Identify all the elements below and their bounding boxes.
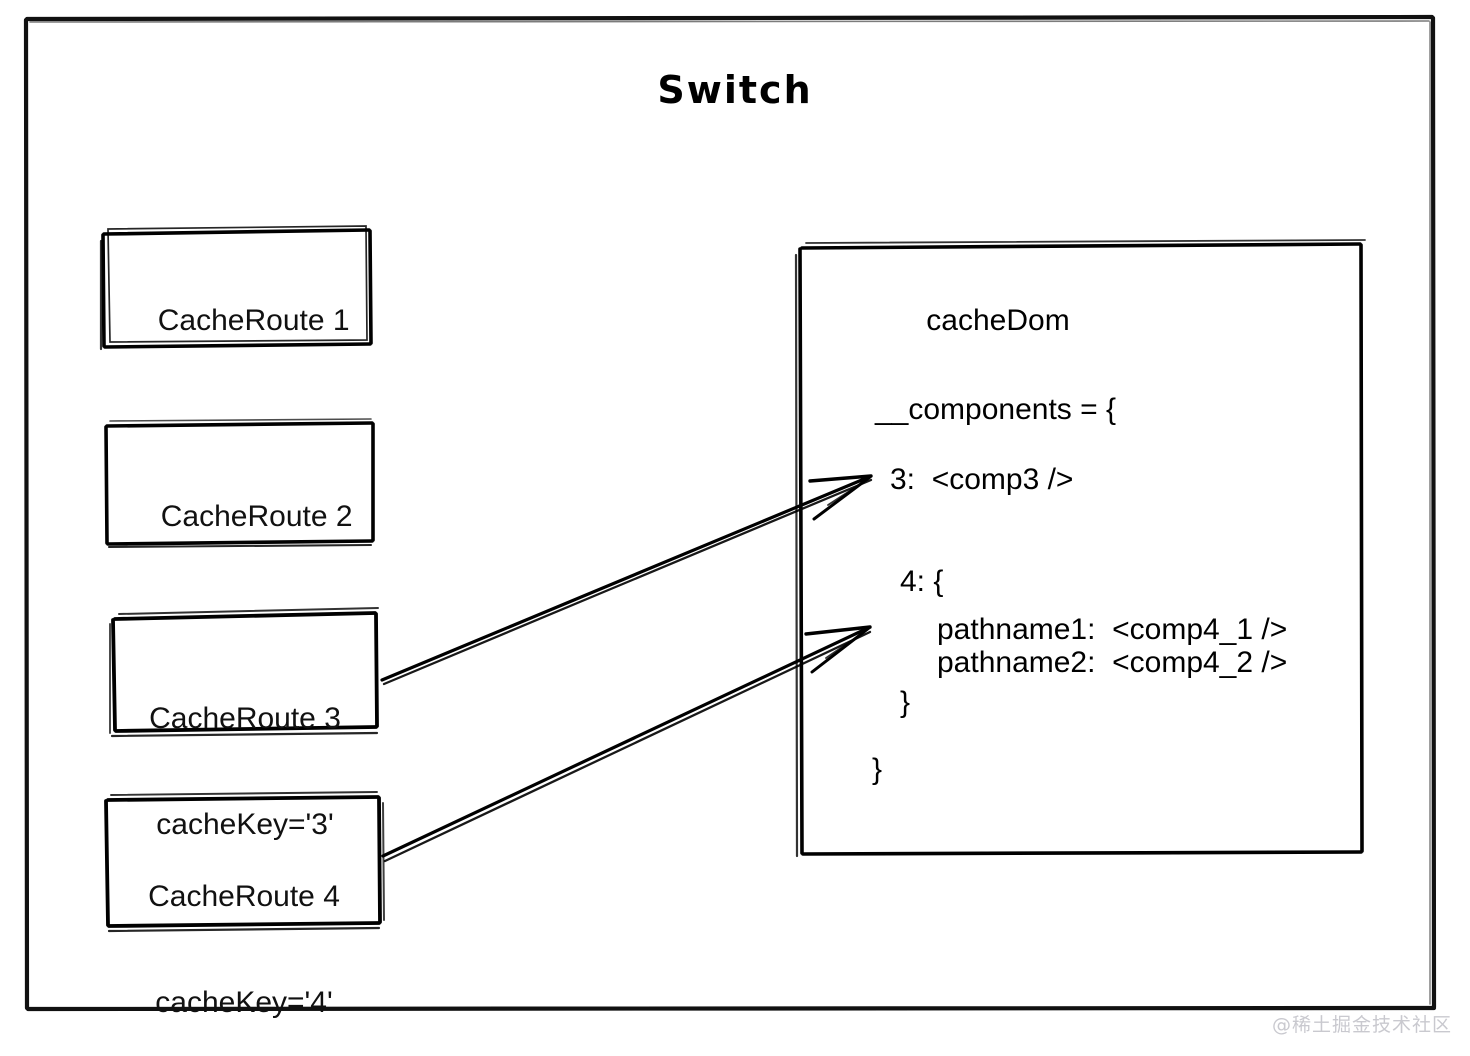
route-2-line-1: CacheRoute 2 xyxy=(160,500,353,534)
arrow-route3-to-key3 xyxy=(380,474,873,686)
page-title: Switch xyxy=(657,68,813,112)
arrow-route4-to-key4 xyxy=(381,625,872,863)
route-box-3-label: CacheRoute 3 cacheKey='3' xyxy=(112,630,378,913)
route-4-line-1: CacheRoute 4 xyxy=(148,879,340,913)
cachedom-title: cacheDom xyxy=(926,304,1070,337)
code-entry-pathname2: pathname2: <comp4_2 /> xyxy=(937,646,1288,679)
code-entry-key-4-open: 4: { xyxy=(900,565,944,598)
code-components-open: __components = { xyxy=(875,393,1117,426)
route-3-line-1: CacheRoute 3 xyxy=(149,701,341,735)
route-1-line-1: CacheRoute 1 xyxy=(157,304,350,338)
route-box-4-label: CacheRoute 4 cacheKey='4' multiple=true xyxy=(106,808,382,1056)
watermark: @稀土掘金技术社区 xyxy=(1272,1014,1453,1036)
code-inner-close-brace: } xyxy=(900,686,911,719)
route-box-1-label: CacheRoute 1 xyxy=(103,268,371,374)
route-box-2-label: CacheRoute 2 xyxy=(106,464,374,570)
code-entry-key-3: 3: <comp3 /> xyxy=(890,463,1074,496)
route-4-line-2: cacheKey='4' xyxy=(155,985,333,1019)
code-outer-close-brace: } xyxy=(872,753,883,786)
route-3-line-2: cacheKey='3' xyxy=(156,807,334,841)
code-entry-pathname1: pathname1: <comp4_1 /> xyxy=(937,613,1288,646)
